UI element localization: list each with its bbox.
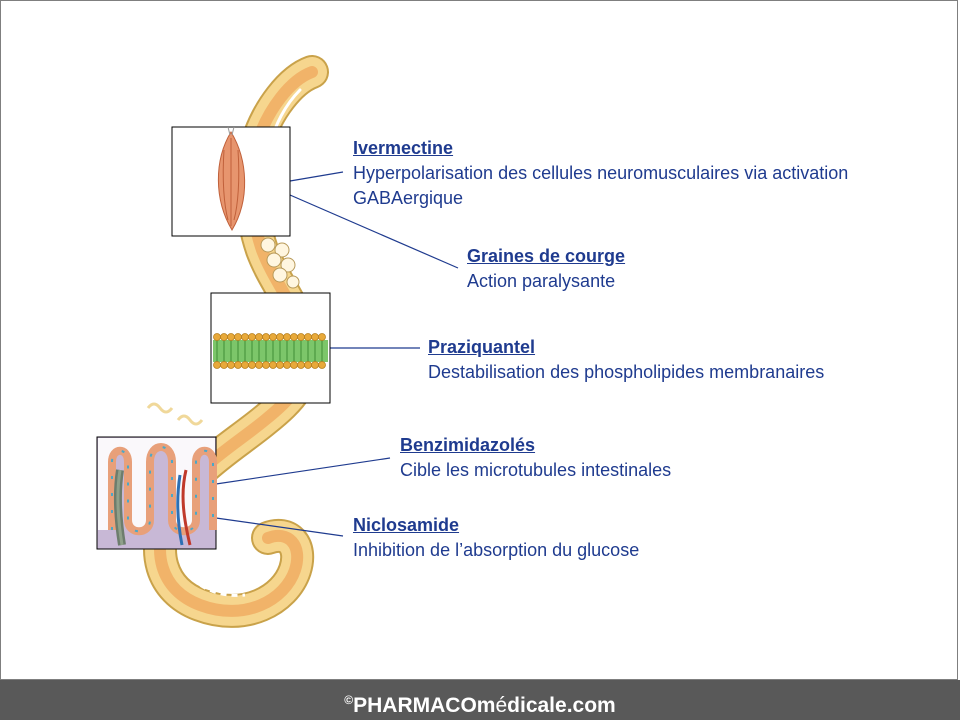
label-niclosamide-title: Niclosamide — [353, 515, 460, 535]
intestinal-villi-icon — [98, 438, 217, 546]
footer-brand-rest: dicale.com — [507, 694, 616, 717]
worm-diagram — [96, 55, 459, 628]
muscle-fiber-icon — [217, 126, 246, 231]
label-praziquantel-title: Praziquantel — [428, 337, 536, 357]
muscle-fiber-inset — [171, 126, 291, 237]
footer-brand-main: PHARMACOm — [353, 694, 496, 717]
label-graines-desc: Action paralysante — [467, 271, 616, 291]
label-niclosamide-desc: Inhibition de l’absorption du glucose — [353, 540, 640, 560]
footer-bar: ©PHARMACOmédicale.com — [0, 680, 960, 720]
label-benzimidazoles: Benzimidazolés Cible les microtubules in… — [400, 433, 800, 483]
label-ivermectine-title: Ivermectine — [353, 138, 454, 158]
lipid-bilayer-inset — [210, 292, 331, 404]
copyright-symbol: © — [344, 693, 354, 707]
label-benzimidazoles-desc: Cible les microtubules intestinales — [400, 460, 672, 480]
label-praziquantel-desc: Destabilisation des phospholipides membr… — [428, 362, 825, 382]
label-ivermectine: Ivermectine Hyperpolarisation des cellul… — [353, 136, 853, 211]
connector-lines — [215, 171, 459, 537]
intestinal-villi-inset — [96, 436, 217, 550]
label-graines-de-courge: Graines de courge Action paralysante — [467, 244, 767, 294]
footer-brand-e: é — [495, 694, 508, 717]
lipid-bilayer-icon — [213, 333, 328, 369]
label-ivermectine-desc: Hyperpolarisation des cellules neuromusc… — [353, 163, 849, 208]
label-niclosamide: Niclosamide Inhibition de l’absorption d… — [353, 513, 753, 563]
label-praziquantel: Praziquantel Destabilisation des phospho… — [428, 335, 928, 385]
label-benzimidazoles-title: Benzimidazolés — [400, 435, 536, 455]
label-graines-title: Graines de courge — [467, 246, 626, 266]
